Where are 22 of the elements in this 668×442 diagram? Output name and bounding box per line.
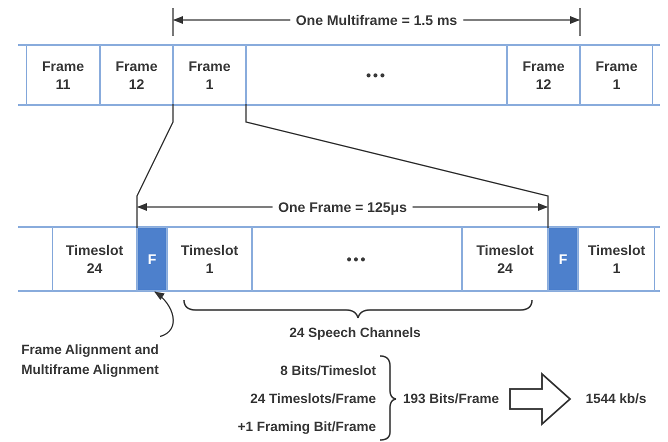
bit-count-label: 8 Bits/Timeslot <box>279 362 376 380</box>
framing-bit-cell: F <box>137 228 167 290</box>
slot-cell: Frame 12 <box>507 46 580 104</box>
zoom-line <box>136 104 174 228</box>
channel-label: 24 Speech Channels <box>288 324 422 342</box>
ellipsis: ••• <box>246 46 507 104</box>
bit-count-label: 24 Timeslots/Frame <box>249 390 376 408</box>
annotation-text: Frame Alignment and Multiframe Alignment <box>20 318 160 402</box>
slot-cell: Frame 1 <box>173 46 246 104</box>
framing-bit-cell: F <box>548 228 578 290</box>
slot-cell: Frame 11 <box>26 46 100 104</box>
slot-cell: Timeslot 1 <box>167 228 252 290</box>
slot-cell: Timeslot 1 <box>578 228 655 290</box>
zoom-line <box>245 104 549 228</box>
ellipsis: ••• <box>252 228 462 290</box>
rate-label: 1544 kb/s <box>570 388 662 410</box>
arrow <box>154 291 174 338</box>
slot-cell: Frame 12 <box>100 46 173 104</box>
block-arrow <box>509 372 572 426</box>
bit-count-label: +1 Framing Bit/Frame <box>236 418 376 436</box>
slot-cell: Frame 1 <box>580 46 653 104</box>
rate-label: 193 Bits/Frame <box>392 388 510 410</box>
